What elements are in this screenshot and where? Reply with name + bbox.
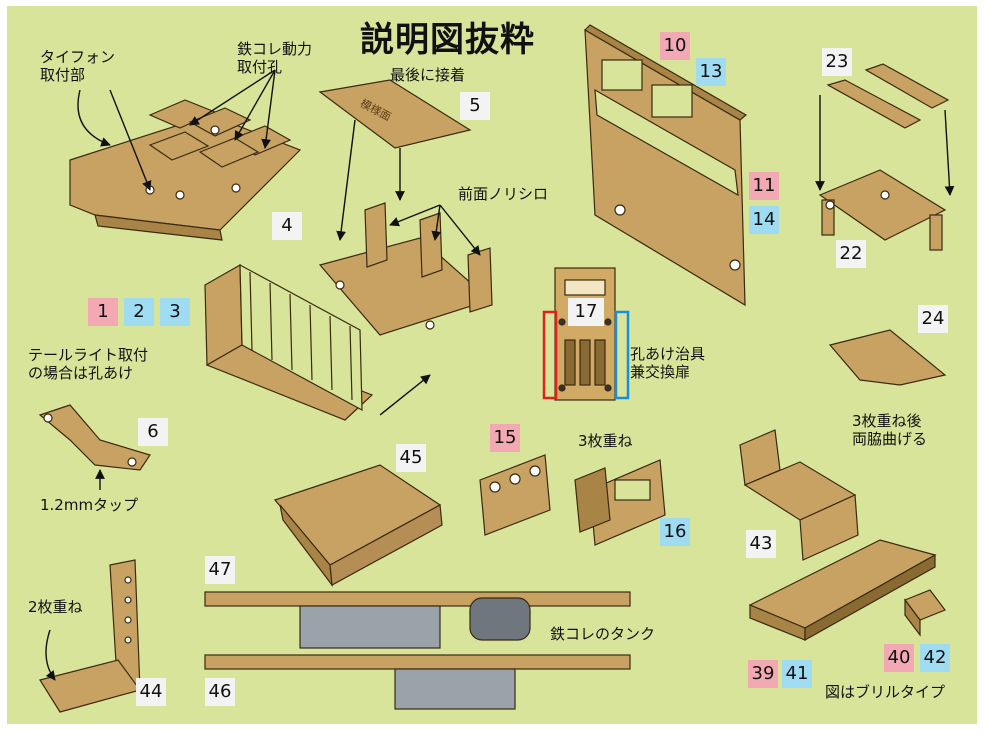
- part-46-beam: [204, 654, 631, 710]
- part-10-11-13-14-end-panel: [584, 24, 748, 307]
- part-47-beam: [204, 591, 631, 649]
- badge-39: 39: [748, 660, 778, 688]
- arrows: [45, 69, 955, 681]
- label-three-stack: 3枚重ね: [578, 432, 633, 450]
- part-5-pattern-plate: [318, 79, 472, 149]
- badge-23: 23: [822, 48, 852, 76]
- label-tap: 1.2mmタップ: [40, 496, 139, 514]
- part-6-bracket: [38, 404, 151, 471]
- badge-17: 17: [568, 298, 604, 326]
- badge-41: 41: [782, 660, 812, 688]
- badge-40: 40: [884, 644, 914, 672]
- badge-22: 22: [836, 240, 866, 268]
- part-44-l-bracket: [39, 559, 141, 713]
- part-4-base: [318, 202, 493, 336]
- label-tail-light: テールライト取付 の場合は孔あけ: [28, 346, 149, 382]
- badge-45: 45: [396, 444, 426, 472]
- blue-marker: [614, 310, 630, 400]
- label-tetsucolle-hole: 鉄コレ動力 取付孔: [237, 40, 313, 76]
- badge-11: 11: [749, 172, 779, 200]
- part-43-bracket: [739, 429, 859, 561]
- badge-24: 24: [918, 305, 948, 333]
- part-24-plate: [828, 329, 947, 386]
- badge-16: 16: [660, 518, 690, 546]
- part-16-plate: [574, 459, 666, 546]
- part-45-frame: [273, 464, 443, 588]
- label-front-margin: 前面ノリシロ: [458, 185, 549, 203]
- badge-3: 3: [160, 298, 190, 326]
- part-17-door-jig: [554, 267, 616, 401]
- label-two-stack: 2枚重ね: [28, 598, 83, 616]
- badge-5: 5: [460, 92, 490, 120]
- badge-13: 13: [696, 58, 726, 86]
- label-tank: 鉄コレのタンク: [550, 625, 656, 643]
- badge-14: 14: [749, 206, 779, 234]
- badge-46: 46: [205, 678, 235, 706]
- label-last-attach: 最後に接着: [390, 66, 466, 84]
- part-15-plate: [479, 454, 551, 536]
- badge-43: 43: [746, 530, 776, 558]
- badge-2: 2: [124, 298, 154, 326]
- part-1-2-3-railing: [204, 263, 374, 421]
- label-typhoon: タイフォン 取付部: [40, 48, 116, 84]
- badge-47: 47: [205, 556, 235, 584]
- badge-10: 10: [660, 32, 690, 60]
- badge-42: 42: [920, 644, 950, 672]
- badge-44: 44: [136, 678, 166, 706]
- badge-1: 1: [88, 298, 118, 326]
- label-brill: 図はブリルタイプ: [825, 683, 946, 701]
- badge-4: 4: [272, 212, 302, 240]
- label-three-stack-bend: 3枚重ね後 両脇曲げる: [852, 412, 928, 448]
- badge-6: 6: [138, 418, 168, 446]
- part-39-41-chassis: [748, 539, 937, 642]
- label-jig: 孔あけ治具 兼交換扉: [630, 345, 706, 381]
- part-4-floor-plate: [69, 99, 302, 241]
- diagram-title: 説明図抜粋: [360, 20, 535, 60]
- badge-15: 15: [490, 424, 520, 452]
- red-marker: [542, 310, 558, 400]
- part-40-42-bracket: [904, 589, 946, 637]
- part-22-23-bracket: [818, 63, 950, 251]
